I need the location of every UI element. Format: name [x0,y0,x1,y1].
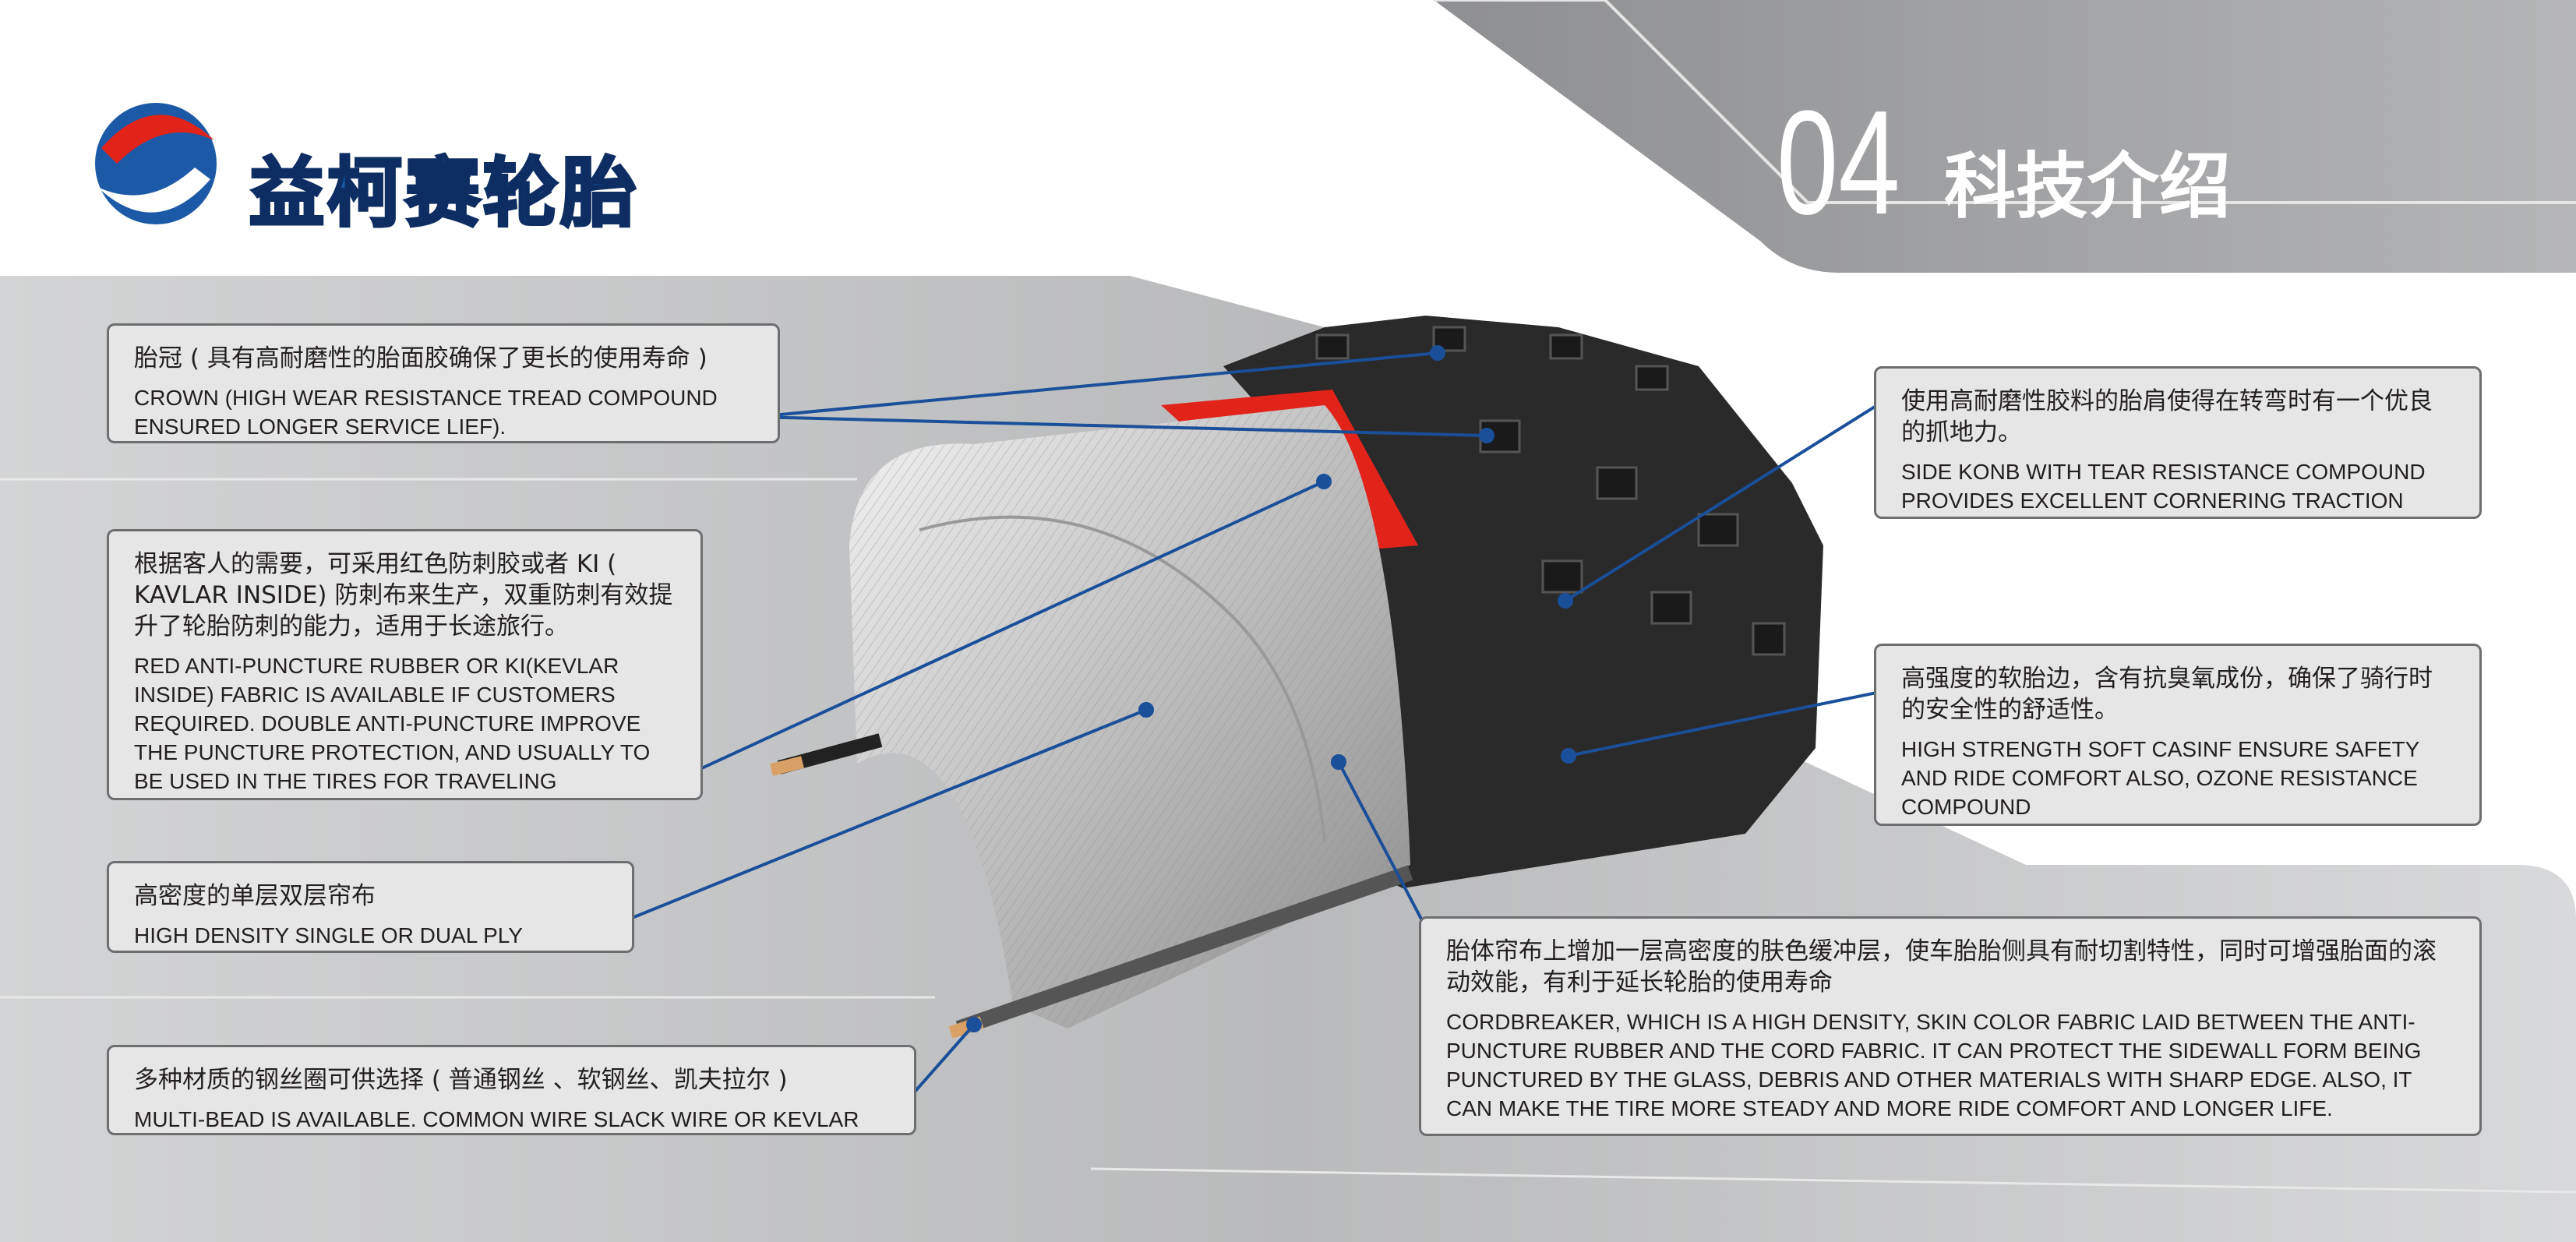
callout-crown: 胎冠 ( 具有高耐磨性的胎面胶确保了更长的使用寿命 ) CROWN (HIGH … [107,323,780,443]
callout-zh: 多种材质的钢丝圈可供选择 ( 普通钢丝 、软钢丝、凯夫拉尔 ) [134,1066,788,1094]
callout-zh: 使用高耐磨性胶料的胎肩使得在转弯时有一个优良的抓地力。 [1901,387,2433,446]
callout-en: HIGH STRENGTH SOFT CASINF ENSURE SAFETY … [1901,737,2419,819]
callout-zh: 高强度的软胎边，含有抗臭氧成份，确保了骑行时的安全性的舒适性。 [1901,665,2433,724]
callout-bead: 多种材质的钢丝圈可供选择 ( 普通钢丝 、软钢丝、凯夫拉尔 ) MULTI-BE… [107,1045,916,1135]
section-number: 04 [1777,80,1900,245]
section-title: 科技介绍 [1944,145,2232,228]
brand-name: 益柯赛轮胎 [248,148,639,238]
callout-zh: 高密度的单层双层帘布 [134,882,376,910]
callout-anti-puncture: 根据客人的需要，可采用红色防刺胶或者 KI ( KAVLAR INSIDE) 防… [107,529,703,800]
header-banner [1434,0,2576,273]
callout-cordbreaker: 胎体帘布上增加一层高密度的肤色缓冲层，使车胎胎侧具有耐切割特性，同时可增强胎面的… [1419,916,2482,1136]
callout-en: MULTI-BEAD IS AVAILABLE. COMMON WIRE SLA… [134,1107,859,1131]
logo-icon [95,103,217,224]
callout-side-knob: 使用高耐磨性胶料的胎肩使得在转弯时有一个优良的抓地力。 SIDE KONB WI… [1874,366,2482,519]
callout-en: CROWN (HIGH WEAR RESISTANCE TREAD COMPOU… [134,386,718,439]
callout-zh: 胎冠 ( 具有高耐磨性的胎面胶确保了更长的使用寿命 ) [134,344,708,372]
callout-casing: 高强度的软胎边，含有抗臭氧成份，确保了骑行时的安全性的舒适性。 HIGH STR… [1874,644,2482,826]
callout-ply: 高密度的单层双层帘布 HIGH DENSITY SINGLE OR DUAL P… [107,861,634,953]
callout-zh: 胎体帘布上增加一层高密度的肤色缓冲层，使车胎胎侧具有耐切割特性，同时可增强胎面的… [1446,937,2437,997]
callout-zh: 根据客人的需要，可采用红色防刺胶或者 KI ( KAVLAR INSIDE) 防… [134,550,673,640]
callout-en: SIDE KONB WITH TEAR RESISTANCE COMPOUND … [1901,460,2426,513]
callout-en: HIGH DENSITY SINGLE OR DUAL PLY [134,923,523,947]
callout-en: CORDBREAKER, WHICH IS A HIGH DENSITY, SK… [1446,1010,2422,1120]
callout-en: RED ANTI-PUNCTURE RUBBER OR KI(KEVLAR IN… [134,654,651,793]
